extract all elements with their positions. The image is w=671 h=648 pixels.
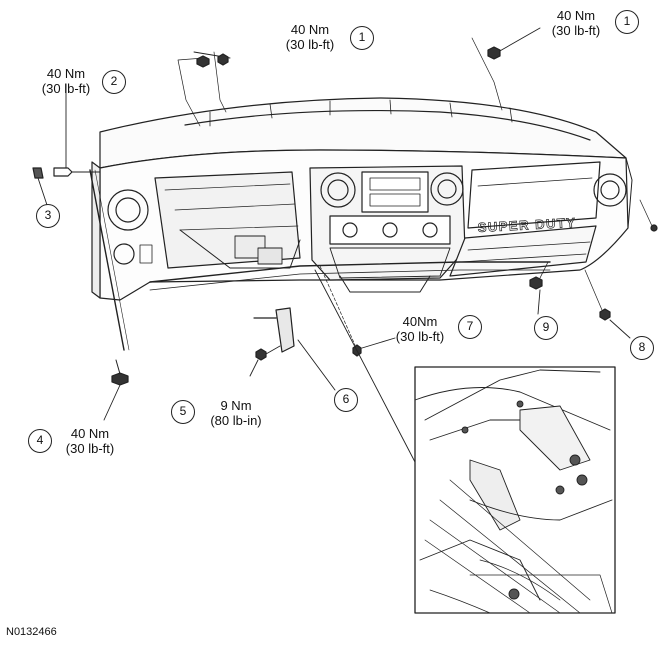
torque-label-1b: 40 Nm(30 lb-ft) xyxy=(551,8,601,38)
glove-box xyxy=(467,161,601,229)
callout-1a: 1 xyxy=(350,26,374,50)
left-endcap xyxy=(91,161,101,299)
bracket-6 xyxy=(275,307,295,353)
brace-rod xyxy=(89,169,125,351)
climate-controls xyxy=(329,215,451,245)
torque-label-1a: 40 Nm(30 lb-ft) xyxy=(285,22,335,52)
callout-1b: 1 xyxy=(615,10,639,34)
clip-3 xyxy=(32,167,44,179)
passenger-lower-panel xyxy=(449,225,597,277)
callout-4: 4 xyxy=(28,429,52,453)
bolt-1-right xyxy=(487,46,501,60)
left-outboard-vent xyxy=(107,189,149,231)
brand-lettering: SUPER DUTY xyxy=(477,215,576,235)
detail-view xyxy=(414,369,613,614)
torque-label-4: 40 Nm(30 lb-ft) xyxy=(65,426,115,456)
callout-6: 6 xyxy=(334,388,358,412)
bolt-2 xyxy=(53,167,73,177)
bolt-8 xyxy=(599,308,611,321)
column-support xyxy=(179,229,301,269)
callout-2: 2 xyxy=(102,70,126,94)
center-vent-right xyxy=(430,172,464,206)
bolt-5 xyxy=(255,348,267,361)
figure-id: N0132466 xyxy=(6,626,57,638)
radio-unit xyxy=(361,171,429,213)
torque-label-7: 40Nm(30 lb-ft) xyxy=(395,314,445,344)
bolt-9 xyxy=(529,276,543,290)
torque-label-2: 40 Nm(30 lb-ft) xyxy=(41,66,91,96)
cross-car-beam xyxy=(149,261,551,283)
detail-inset xyxy=(414,366,616,614)
center-vent-left xyxy=(320,172,356,208)
callout-3: 3 xyxy=(36,204,60,228)
right-outboard-vent xyxy=(593,173,627,207)
bolt-1-left xyxy=(196,53,229,68)
bolt-4 xyxy=(111,372,129,386)
headlamp-switch xyxy=(113,243,135,265)
callout-5: 5 xyxy=(171,400,195,424)
callout-9: 9 xyxy=(534,316,558,340)
callout-7: 7 xyxy=(458,315,482,339)
callout-8: 8 xyxy=(630,336,654,360)
defrost-ridge xyxy=(184,109,591,141)
torque-label-5: 9 Nm(80 lb-in) xyxy=(210,398,262,428)
